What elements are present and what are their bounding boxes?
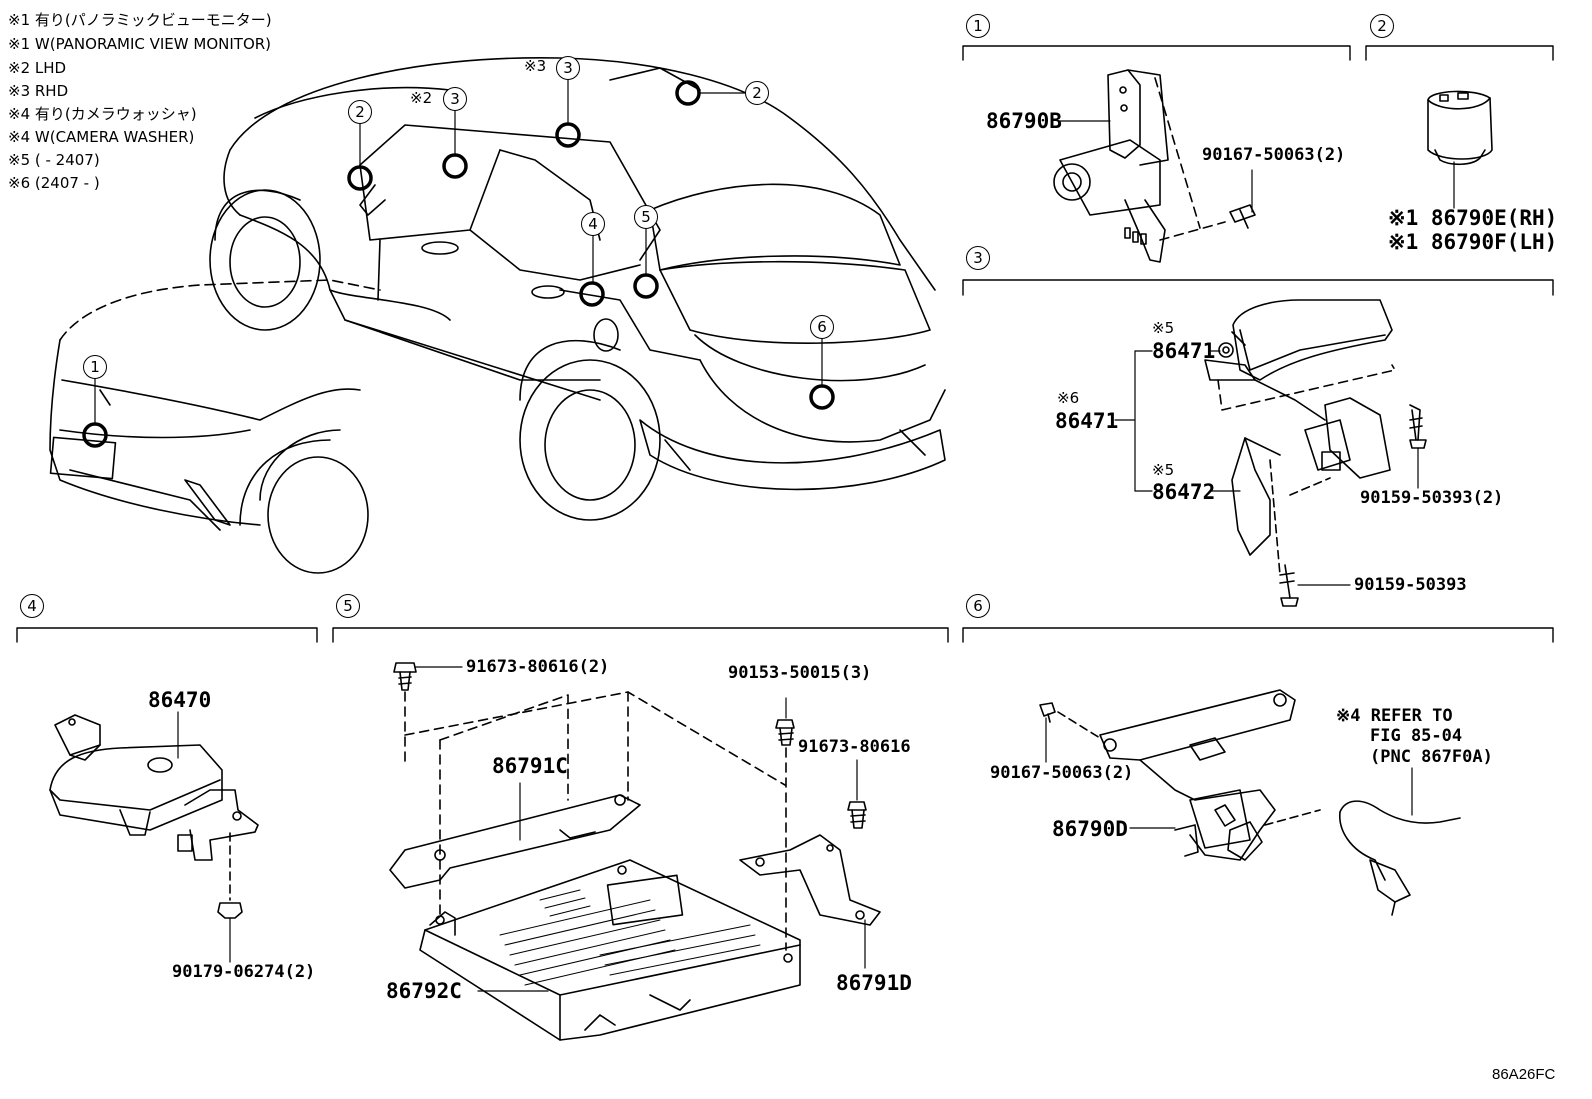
part-label-90167-50063-a: 90167-50063(2) [1202, 145, 1346, 165]
section-header-4: 4 [20, 594, 44, 618]
part-86792C-ecu-assembly [389, 662, 881, 1041]
refer-note-line3: (PNC 867F0A) [1370, 747, 1493, 767]
part-86790EF-side-camera [1427, 90, 1493, 209]
part-label-86790D: 86790D [1052, 817, 1128, 841]
note-4-en: ※4 W(CAMERA WASHER) [8, 128, 195, 146]
section-header-2: 2 [1370, 14, 1394, 38]
part-label-91673-80616-a: 91673-80616(2) [466, 657, 610, 677]
part-label-90167-50063-b: 90167-50063(2) [990, 763, 1134, 783]
callout-number-6: 6 [810, 315, 834, 339]
part-label-86791C: 86791C [492, 754, 568, 778]
part-label-86791D: 86791D [836, 971, 912, 995]
part-label-90153-50015: 90153-50015(3) [728, 663, 872, 683]
part-label-90159-50393-b: 90159-50393 [1354, 575, 1467, 595]
part-86470-module [49, 711, 259, 963]
callout-prefix-2: ※2 [410, 89, 433, 107]
part-label-86470: 86470 [148, 688, 212, 712]
note-1-ja: ※1 有り(パノラミックビューモニター) [8, 11, 272, 29]
note-6: ※6 (2407 - ) [8, 174, 100, 192]
note-1-en: ※1 W(PANORAMIC VIEW MONITOR) [8, 35, 272, 53]
callout-prefix-3: ※3 [524, 57, 547, 75]
section-header-3: 3 [966, 246, 990, 270]
part-label-86471-a: 86471 [1152, 339, 1216, 363]
note-3: ※3 RHD [8, 82, 69, 100]
part-note-86471-5: ※5 [1152, 319, 1175, 337]
callout-leaders [94, 79, 823, 425]
callout-number-2-rhd: 2 [745, 81, 769, 105]
note-2: ※2 LHD [8, 59, 67, 77]
part-86471-86472-assembly [1114, 299, 1427, 607]
part-label-90179-06274: 90179-06274(2) [172, 962, 316, 982]
note-4-ja: ※4 有り(カメラウォッシャ) [8, 105, 197, 123]
part-note-86472-5: ※5 [1152, 461, 1175, 479]
section-header-6: 6 [966, 594, 990, 618]
section-header-5: 5 [336, 594, 360, 618]
part-label-86790E: ※1 86790E(RH) [1388, 206, 1558, 230]
part-note-86471-6: ※6 [1057, 389, 1080, 407]
section-header-1: 1 [966, 14, 990, 38]
callout-number-2-lhd: 2 [348, 100, 372, 124]
part-label-91673-80616-b: 91673-80616 [798, 737, 911, 757]
callout-number-4: 4 [581, 212, 605, 236]
callout-number-1: 1 [83, 355, 107, 379]
refer-note-line2: FIG 85-04 [1370, 726, 1463, 746]
part-label-86790F: ※1 86790F(LH) [1388, 230, 1558, 254]
part-label-86472: 86472 [1152, 480, 1216, 504]
part-86790B-front-camera [1053, 69, 1256, 263]
note-5: ※5 ( - 2407) [8, 151, 100, 169]
callout-number-3-lhd: 3 [443, 87, 467, 111]
refer-note-line1: ※4 REFER TO [1336, 706, 1453, 726]
vehicle-rear-view [209, 56, 946, 521]
part-label-86792C: 86792C [386, 979, 462, 1003]
callout-number-5: 5 [634, 205, 658, 229]
figure-code: 86A26FC [1492, 1066, 1556, 1083]
callout-number-3-rhd: 3 [556, 56, 580, 80]
part-label-86471-b: 86471 [1055, 409, 1119, 433]
part-label-90159-50393-a: 90159-50393(2) [1360, 488, 1504, 508]
section-brackets [16, 45, 1554, 643]
part-86790D-rear-camera [1039, 689, 1461, 916]
part-label-86790B: 86790B [986, 109, 1062, 133]
